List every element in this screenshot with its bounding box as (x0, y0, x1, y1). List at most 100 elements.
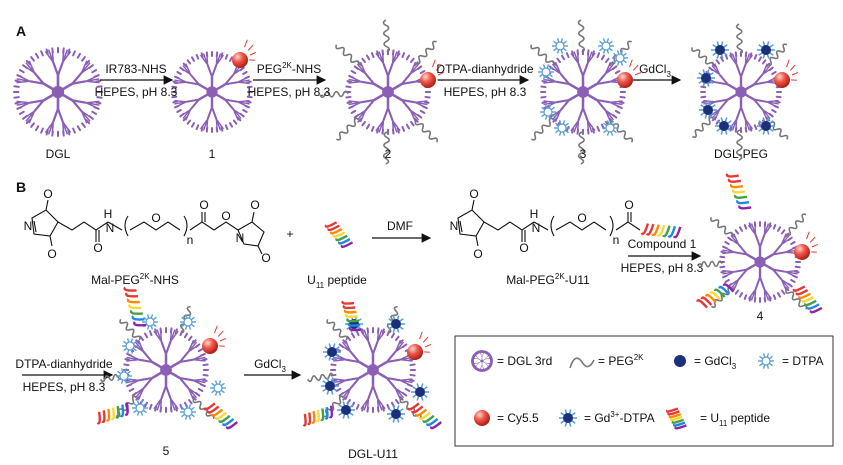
peptide-coil (640, 223, 650, 236)
dendrimer-terminal (396, 50, 400, 57)
peptide-coil (736, 199, 750, 205)
peg-chain (326, 318, 348, 341)
dendrimer-terminal (62, 130, 65, 137)
dendrimer-terminal (246, 95, 253, 99)
dendrimer-branch (349, 377, 360, 389)
dendrimer-terminal (596, 125, 601, 132)
peptide-coil (332, 231, 346, 238)
dtpa-spike (188, 314, 192, 319)
dendrimer-branch (727, 90, 742, 101)
dtpa-spike (620, 61, 624, 66)
dtpa-spike (117, 370, 122, 375)
dendrimer-branch (360, 80, 375, 86)
dendrimer-terminal (739, 226, 743, 232)
dendrimer-terminal (72, 127, 76, 134)
dendrimer-branch (57, 82, 74, 94)
dtpa-spike (599, 40, 604, 45)
dendrimer-terminal (174, 75, 180, 80)
cy55-ray (244, 39, 248, 48)
dendrimer-branch (387, 107, 394, 121)
dendrimer-terminal (30, 56, 35, 62)
dendrimer-branch (481, 354, 484, 358)
step2-condition: HEPES, pH 8.3 (248, 85, 331, 99)
legend-gdcl: = GdCl3 (694, 354, 737, 371)
dendrimer-terminal (618, 100, 625, 104)
dendrimer-terminal (131, 392, 138, 397)
dendrimer-terminal (376, 127, 380, 134)
dtpa-spike (126, 349, 130, 354)
dendrimer-terminal (40, 127, 44, 134)
dendrimer-terminal (169, 406, 173, 413)
dendrimer-terminal (734, 289, 740, 295)
dtpa-spike (146, 314, 150, 319)
dtpa-spike (544, 115, 548, 120)
cy55-ray (435, 64, 442, 71)
u11-peptide-icon (640, 223, 682, 239)
dendrimer-terminal (734, 229, 740, 235)
dendrimer-terminal (366, 327, 370, 334)
dtpa-spike (610, 131, 614, 136)
dendrimer-terminal (401, 52, 406, 59)
dendrimer-terminal (744, 51, 748, 58)
dendrimer-terminal (346, 100, 353, 104)
peptide-coil (115, 405, 120, 419)
dendrimer-terminal (220, 52, 224, 59)
dendrimer-terminal (195, 54, 200, 60)
mal-peg-nhs-structure (31, 199, 265, 255)
dendrimer-terminal (395, 398, 400, 405)
dendrimer-terminal (488, 353, 491, 357)
dtpa-spike (544, 104, 548, 109)
peptide-coil (345, 313, 358, 318)
dendrimer-branch (71, 99, 83, 112)
dtpa-spike (564, 129, 569, 134)
dendrimer-terminal (722, 245, 728, 250)
peg-chain (577, 19, 586, 53)
dendrimer-terminal (197, 348, 204, 353)
dendrimer-terminal (172, 80, 179, 84)
dendrimer-branch (401, 80, 416, 86)
peptide-coil (667, 410, 680, 416)
dendrimer-terminal (123, 363, 130, 367)
peptide-coil (418, 411, 431, 420)
dendrimer-branch (57, 90, 74, 102)
dendrimer-branch (481, 364, 484, 368)
dendrimer-branch (582, 63, 589, 77)
dendrimer-terminal (486, 352, 490, 355)
peptide-coil (218, 414, 231, 424)
dendrimer-terminal (348, 105, 355, 110)
dendrimer-terminal (229, 56, 233, 62)
dendrimer-terminal (361, 120, 366, 127)
dendrimer-branch (715, 81, 729, 86)
dtpa-spike (548, 115, 552, 120)
cy55-icon (774, 72, 790, 88)
dtpa-spike (542, 75, 546, 80)
dendrimer-terminal (182, 116, 188, 122)
dtpa-spike (130, 349, 134, 354)
cy55-ray (424, 343, 432, 348)
dendrimer-terminal (174, 328, 178, 335)
dendrimer-terminal (404, 387, 411, 392)
peptide-coil (700, 296, 713, 306)
dtpa-icon (543, 107, 553, 117)
dendrimer-terminal (424, 95, 431, 99)
peptide-coil (342, 304, 356, 310)
dtpa-spike (606, 49, 610, 54)
peptide-coil (731, 189, 746, 194)
dendrimer-branch (555, 80, 570, 86)
cy55-icon (617, 72, 633, 88)
dendrimer-branch (72, 99, 87, 104)
peptide-coil (725, 173, 739, 178)
dendrimer-branch (387, 90, 403, 102)
dendrimer-terminal (780, 289, 786, 295)
panel-b-label: B (16, 179, 26, 195)
dtpa-icon (555, 41, 565, 51)
dendrimer-terminal (171, 95, 178, 99)
legend-dtpa-icon (758, 353, 774, 369)
dendrimer-branch (179, 358, 194, 364)
dendrimer-terminal (91, 69, 98, 74)
peptide-coil (656, 224, 666, 237)
dendrimer-terminal (485, 351, 488, 355)
peptide-coil (96, 411, 101, 425)
dendrimer-terminal (172, 100, 179, 104)
